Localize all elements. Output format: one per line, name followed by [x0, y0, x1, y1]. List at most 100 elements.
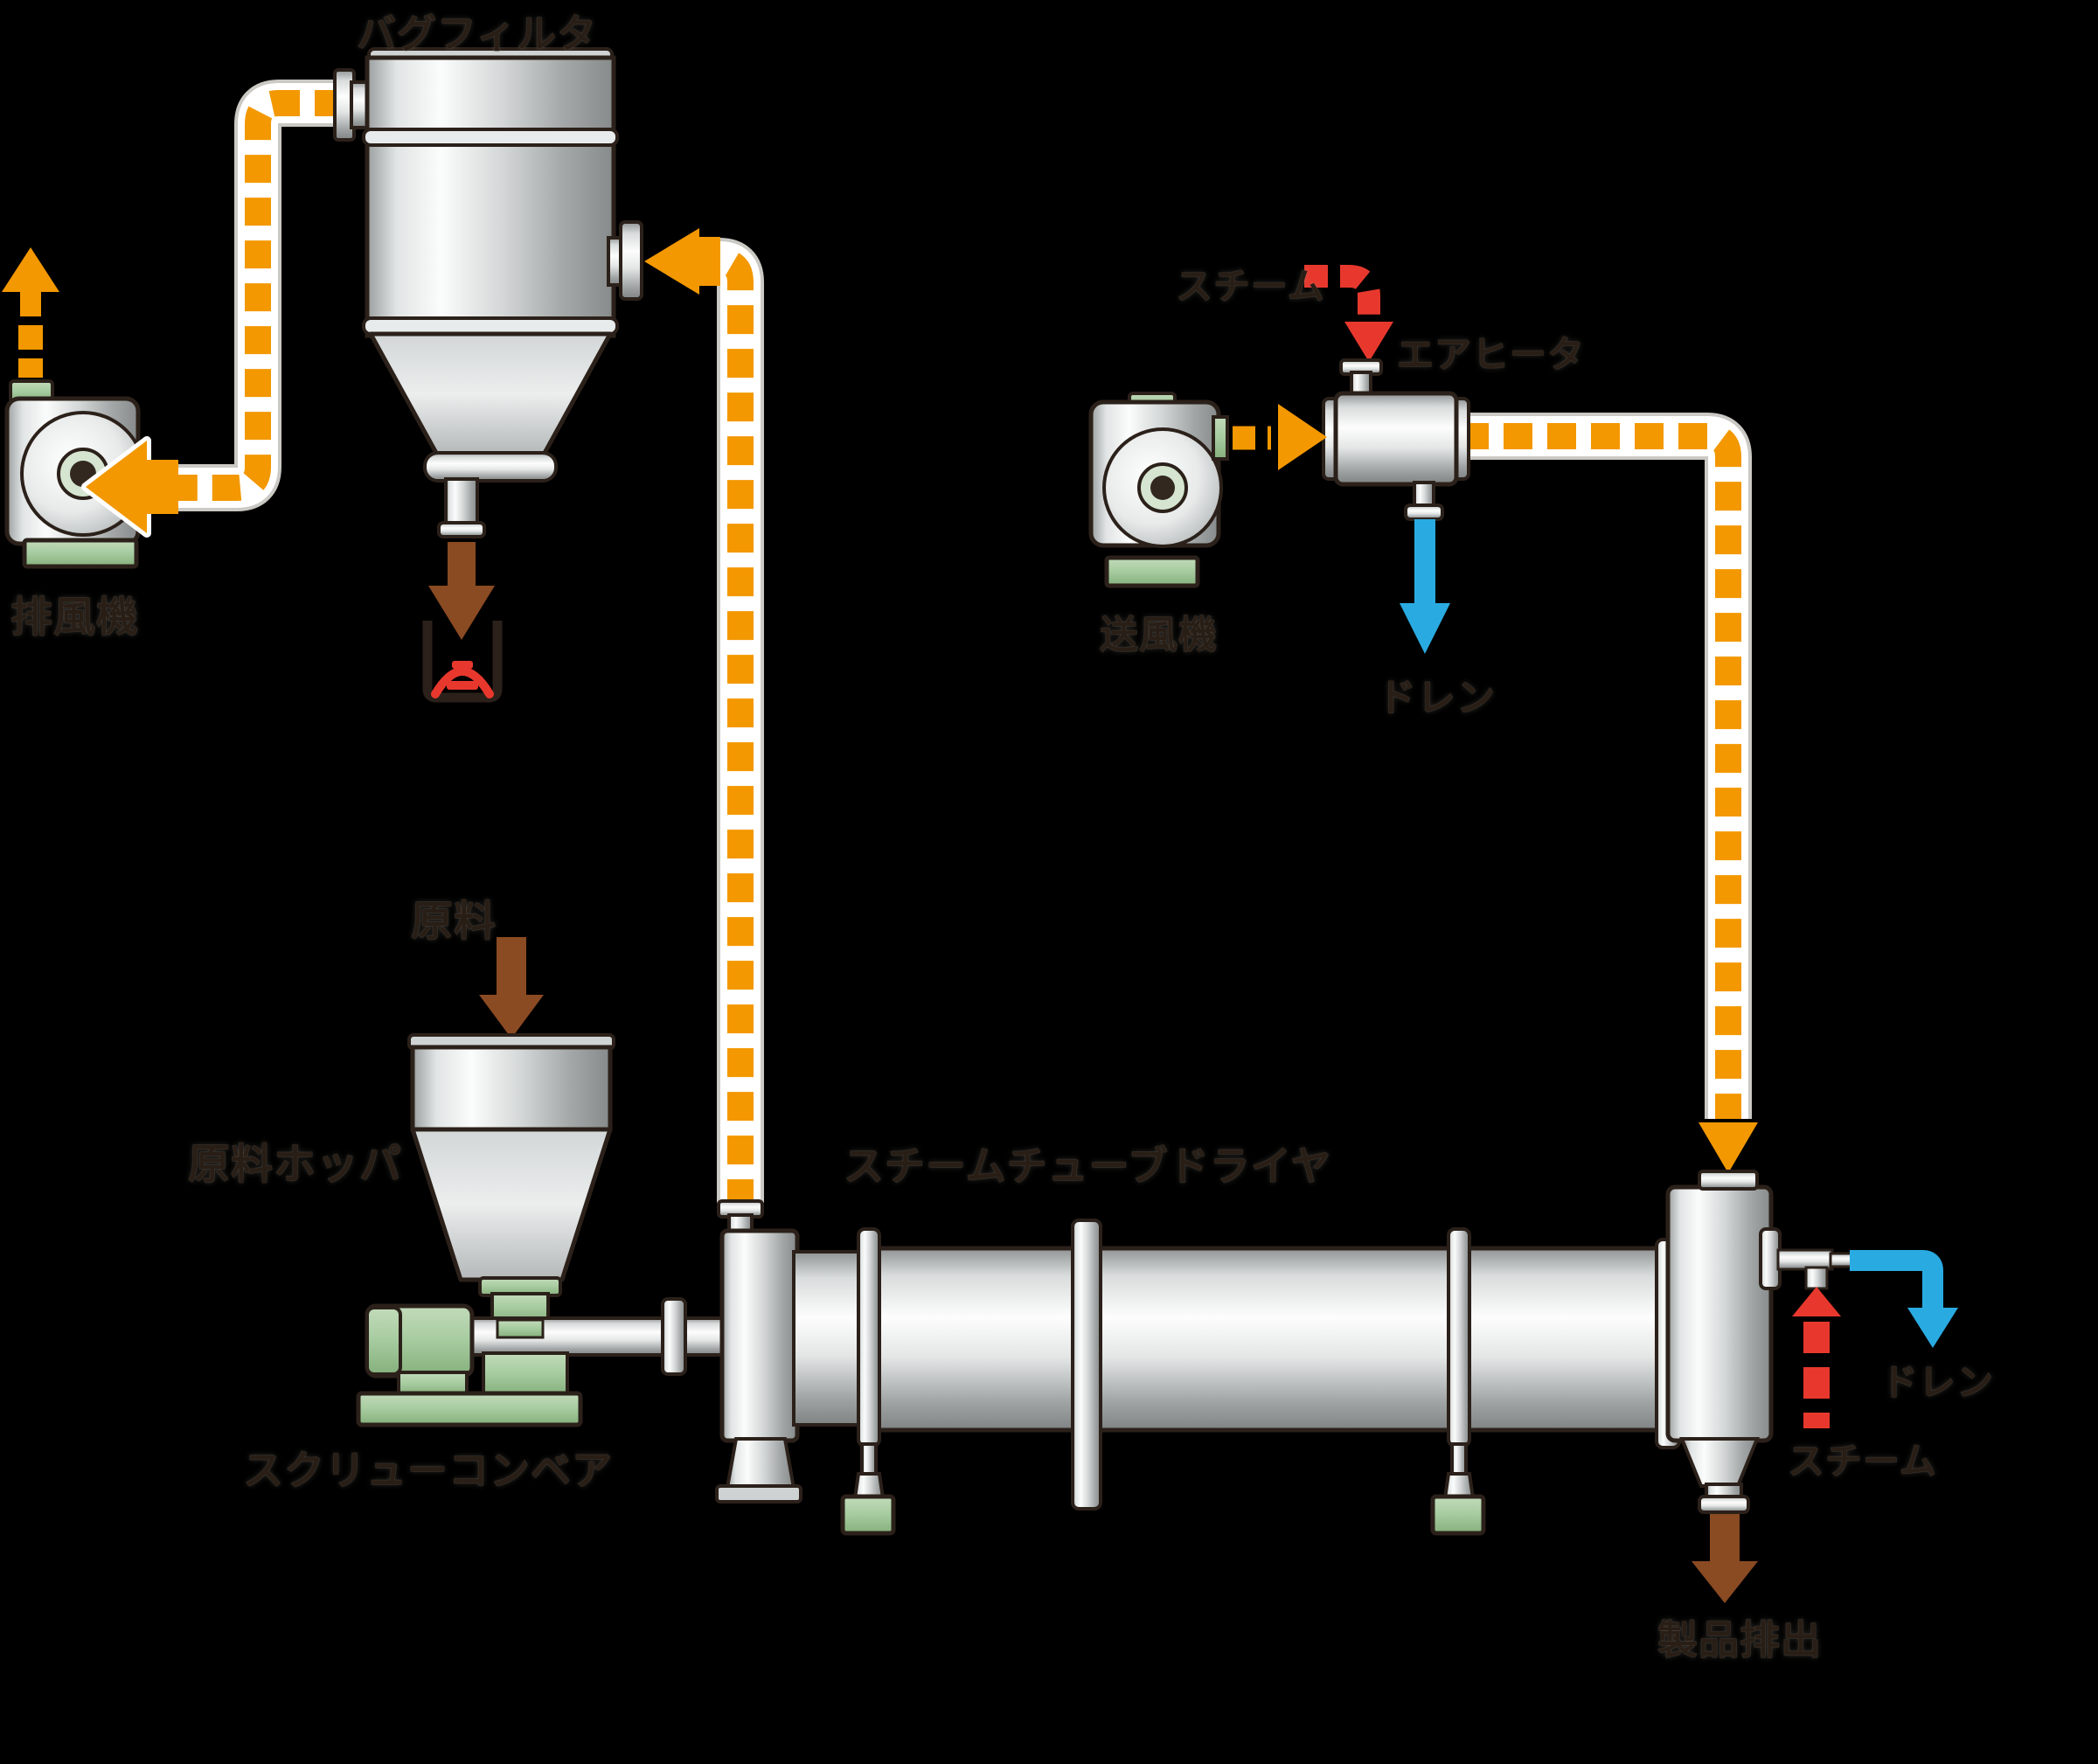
drain-arrow-down-icon: [1400, 603, 1450, 654]
drain-pipe: [1850, 1250, 1943, 1311]
heater-drain-neck: [1413, 481, 1435, 509]
raw-material-feed: [356, 937, 729, 1427]
hopper-shell: [410, 1045, 613, 1132]
exhaust-dash: [18, 325, 43, 350]
material-arrow-shaft: [497, 937, 526, 997]
steam-arrow-up-icon: [1792, 1287, 1841, 1316]
bagfilter-band-upper: [362, 128, 619, 147]
steam-line-bottom: [1792, 1287, 1841, 1428]
blower: [1088, 392, 1327, 588]
dust-box: [422, 621, 503, 703]
dryer-discharge-housing: [1665, 1184, 1774, 1443]
drain-arrow-down-icon: [1907, 1308, 1958, 1348]
dust-discharge: [422, 542, 503, 703]
dust-mark-arch-icon: [431, 667, 494, 698]
bagfilter-cone: [368, 331, 613, 457]
label-steam-tube-dryer: スチームチューブドライヤ: [844, 1142, 1332, 1190]
hot-air-arrow-left-icon: [644, 228, 699, 295]
pipe-edge: [1460, 413, 1752, 1119]
label-air-heater: エアヒータ: [1397, 333, 1586, 376]
arrow-tail: [145, 460, 178, 514]
hot-air-dashes: [689, 248, 754, 1203]
product-discharge-flow: [1692, 1514, 1758, 1603]
riding-ring-1: [857, 1227, 881, 1448]
support-base-1: [840, 1494, 896, 1536]
air-heater: [1322, 358, 1470, 521]
material-arrow-down-icon: [428, 586, 495, 640]
bagfilter-band-lower: [362, 316, 619, 336]
hot-air-arrow-into-bagfilter: [644, 228, 720, 295]
exhaust-fan: [2, 247, 178, 569]
drain-line-top: [1400, 519, 1450, 654]
dust-mark-bar: [447, 681, 478, 690]
bagfilter-inlet-flange: [619, 220, 643, 301]
bagfilter-shell: [365, 55, 616, 338]
bagfilter-drop-flange: [437, 521, 486, 538]
hot-air-dashes: [147, 90, 343, 501]
discharge-top-flange: [1698, 1170, 1759, 1191]
support-leg-1: [860, 1442, 878, 1477]
label-screw-conveyor: スクリューコンベア: [243, 1447, 613, 1494]
feed-housing-skirt: [725, 1437, 796, 1490]
label-exhaust-fan: 排風機: [10, 593, 140, 642]
blower-base: [1104, 555, 1200, 588]
hot-air-arrow-right-icon: [1278, 404, 1327, 470]
label-product-discharge: 製品排出: [1657, 1616, 1822, 1663]
arrow-tail: [696, 237, 720, 286]
conveyor-discharge-flange: [661, 1297, 687, 1376]
discharge-cone: [1679, 1437, 1760, 1488]
hot-air-duct-heater-to-dryer: [1460, 413, 1758, 1173]
discharge-flange: [1698, 1495, 1750, 1514]
hot-air-arrow-down-icon: [1699, 1122, 1758, 1173]
label-raw-material: 原料: [411, 897, 497, 946]
label-blower: 送風機: [1100, 613, 1218, 657]
product-arrow-shaft: [1710, 1514, 1740, 1565]
support-base-2: [1430, 1494, 1486, 1536]
blower-outlet-flange: [1212, 415, 1229, 461]
steam-line-top: [1304, 265, 1393, 362]
bag-filter: [333, 47, 720, 703]
hot-air-arrow-left-icon: [86, 441, 147, 533]
dust-arrow-shaft: [448, 542, 476, 589]
drain-line-bottom: [1850, 1250, 1958, 1348]
label-drain-top: ドレン: [1378, 676, 1496, 720]
dryer-feed-housing: [719, 1228, 800, 1443]
exhaust-duct-dryer-to-bagfilter: [689, 238, 764, 1203]
dryer-neck-cylinder: [792, 1250, 869, 1427]
label-bag-filter: バグフィルタ: [357, 10, 598, 57]
conveyor-motor-endcap: [365, 1306, 402, 1376]
exhaust-duct-bagfilter-to-fan: [147, 80, 343, 511]
conveyor-base: [356, 1391, 583, 1427]
exhaust-up-arrow-icon: [2, 247, 59, 316]
support-leg-2: [1450, 1442, 1468, 1477]
drum-girth-band: [1071, 1219, 1102, 1511]
hot-air-dashes: [1460, 423, 1741, 1119]
heater-shell: [1333, 391, 1459, 487]
label-steam-bottom: スチーム: [1788, 1440, 1937, 1483]
conveyor-inlet-throat: [496, 1318, 545, 1339]
heater-drain-flange: [1404, 504, 1444, 521]
steam-inlet-nozzle: [1804, 1266, 1829, 1290]
conveyor-trough-box: [482, 1351, 569, 1397]
fan-base: [22, 538, 139, 569]
suction-arrow-into-fan: [81, 436, 178, 538]
feed-housing-base: [715, 1484, 802, 1504]
material-arrow-down-icon: [1692, 1561, 1758, 1603]
bagfilter-outlet-barrel: [423, 451, 558, 483]
exhaust-dash: [18, 358, 43, 378]
riding-ring-2: [1447, 1227, 1471, 1448]
steam-arrow-down-icon: [1344, 322, 1393, 362]
bagfilter-drop-pipe: [444, 477, 479, 526]
hopper-cone: [410, 1127, 613, 1282]
steam-dashes: [1304, 265, 1380, 325]
material-arrow-down-icon: [479, 995, 544, 1038]
label-drain-bottom: ドレン: [1881, 1361, 1995, 1404]
label-raw-material-hopper: 原料ホッパ: [188, 1140, 403, 1189]
label-steam-top: スチーム: [1176, 265, 1325, 308]
dryer-drum: [872, 1246, 1667, 1433]
steam-tube-dryer: [715, 1170, 1855, 1536]
pipe-body: [1460, 416, 1748, 1119]
dust-mark-bar: [452, 661, 473, 669]
